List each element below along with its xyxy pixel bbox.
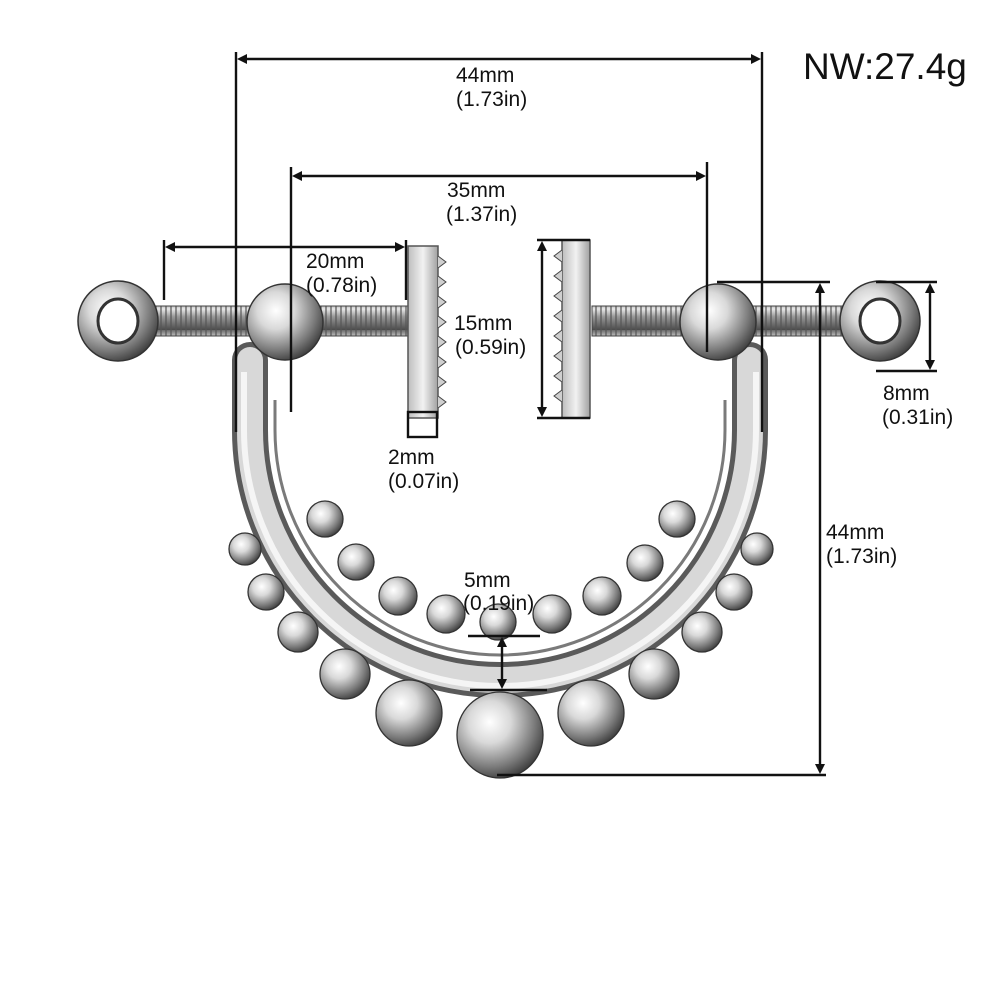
clamp-thickness-in-label: (0.07in) — [388, 470, 459, 493]
right-eyelet-ball — [839, 280, 921, 362]
clamp-tooth — [553, 329, 563, 343]
bottom-thickness-in-label: (0.19in) — [463, 592, 534, 615]
clamp-height-in-label: (0.59in) — [455, 336, 526, 359]
arrowhead — [815, 764, 825, 774]
bar-length-in-label: (0.78in) — [306, 274, 377, 297]
bead — [337, 543, 375, 581]
arrowhead — [537, 407, 547, 417]
bead — [628, 648, 680, 700]
bar-length-mm-label: 20mm — [306, 250, 364, 273]
bead — [378, 576, 418, 616]
shield-ring-product — [77, 239, 921, 779]
overall-width-in-label: (1.73in) — [456, 88, 527, 111]
bead — [681, 611, 723, 653]
clamp-thickness-marker — [406, 410, 439, 439]
bead — [715, 573, 753, 611]
arrowhead — [537, 241, 547, 251]
inner-width-in-label: (1.37in) — [446, 203, 517, 226]
arrowhead — [395, 242, 405, 252]
arrowhead — [497, 637, 507, 647]
clamp-tooth — [437, 355, 447, 369]
clamp-tooth — [437, 275, 447, 289]
arrowhead — [815, 283, 825, 293]
net-weight-label: NW:27.4g — [803, 46, 967, 87]
overall-height-mm-label: 44mm — [826, 521, 884, 544]
bead — [658, 500, 696, 538]
right-clamp-plate — [553, 239, 591, 419]
bead — [277, 611, 319, 653]
bead — [582, 576, 622, 616]
arrowhead — [925, 360, 935, 370]
bead — [626, 544, 664, 582]
bead — [228, 532, 262, 566]
clamp-tooth — [437, 255, 447, 269]
bottom-thickness-mm-label: 5mm — [464, 569, 511, 592]
arrowhead — [925, 283, 935, 293]
bead — [319, 648, 371, 700]
bead — [557, 679, 625, 747]
clamp-thickness-mm-label: 2mm — [388, 446, 435, 469]
bead — [426, 594, 466, 634]
left-eyelet-ball — [77, 280, 159, 362]
right-joint-ball — [679, 283, 757, 361]
left-joint-ball — [246, 283, 324, 361]
clamp-tooth — [553, 249, 563, 263]
clamp-tooth — [553, 309, 563, 323]
clamp-tooth — [437, 315, 447, 329]
clamp-tooth — [553, 349, 563, 363]
ball-diameter-mm-label: 8mm — [883, 382, 930, 405]
clamp-tooth — [553, 289, 563, 303]
overall-width-mm-label: 44mm — [456, 64, 514, 87]
clamp-tooth — [437, 335, 447, 349]
ball-diameter-in-label: (0.31in) — [882, 406, 953, 429]
bead — [375, 679, 443, 747]
clamp-tooth — [553, 369, 563, 383]
clamp-tooth — [437, 375, 447, 389]
clamp-tooth — [553, 389, 563, 403]
arrowhead — [237, 54, 247, 64]
bead — [479, 603, 517, 641]
dimension-annotations — [162, 52, 937, 777]
beaded-fringe — [228, 500, 774, 779]
bead — [740, 532, 774, 566]
bead — [532, 594, 572, 634]
clamp-tooth — [553, 269, 563, 283]
left-clamp-plate — [407, 245, 447, 419]
arrowhead — [751, 54, 761, 64]
bead — [306, 500, 344, 538]
arrowhead — [497, 679, 507, 689]
clamp-tooth — [437, 395, 447, 409]
arrowhead — [696, 171, 706, 181]
bead — [247, 573, 285, 611]
inner-width-mm-label: 35mm — [447, 179, 505, 202]
arrowhead — [165, 242, 175, 252]
clamp-height-mm-label: 15mm — [454, 312, 512, 335]
clamp-tooth — [437, 295, 447, 309]
bead — [456, 691, 544, 779]
arrowhead — [292, 171, 302, 181]
overall-height-in-label: (1.73in) — [826, 545, 897, 568]
